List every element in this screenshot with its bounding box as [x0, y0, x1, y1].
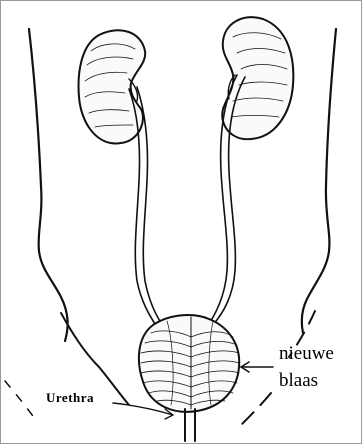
new-bladder-label: nieuwe blaas	[279, 340, 334, 394]
urethra-tube	[185, 409, 195, 441]
bladder-pointer-arrow-icon	[241, 362, 273, 372]
body-contour-left-outer	[5, 381, 35, 419]
body-outline-left	[29, 29, 68, 341]
body-outline-right	[302, 29, 336, 333]
new-bladder-label-line2: blaas	[279, 367, 334, 394]
body-contour-right-bottom	[241, 393, 271, 425]
right-kidney-icon	[222, 17, 293, 139]
new-bladder-label-line1: nieuwe	[279, 340, 334, 367]
left-kidney-icon	[79, 30, 146, 143]
new-bladder-icon	[139, 315, 239, 412]
urethra-label: Urethra	[46, 390, 94, 406]
